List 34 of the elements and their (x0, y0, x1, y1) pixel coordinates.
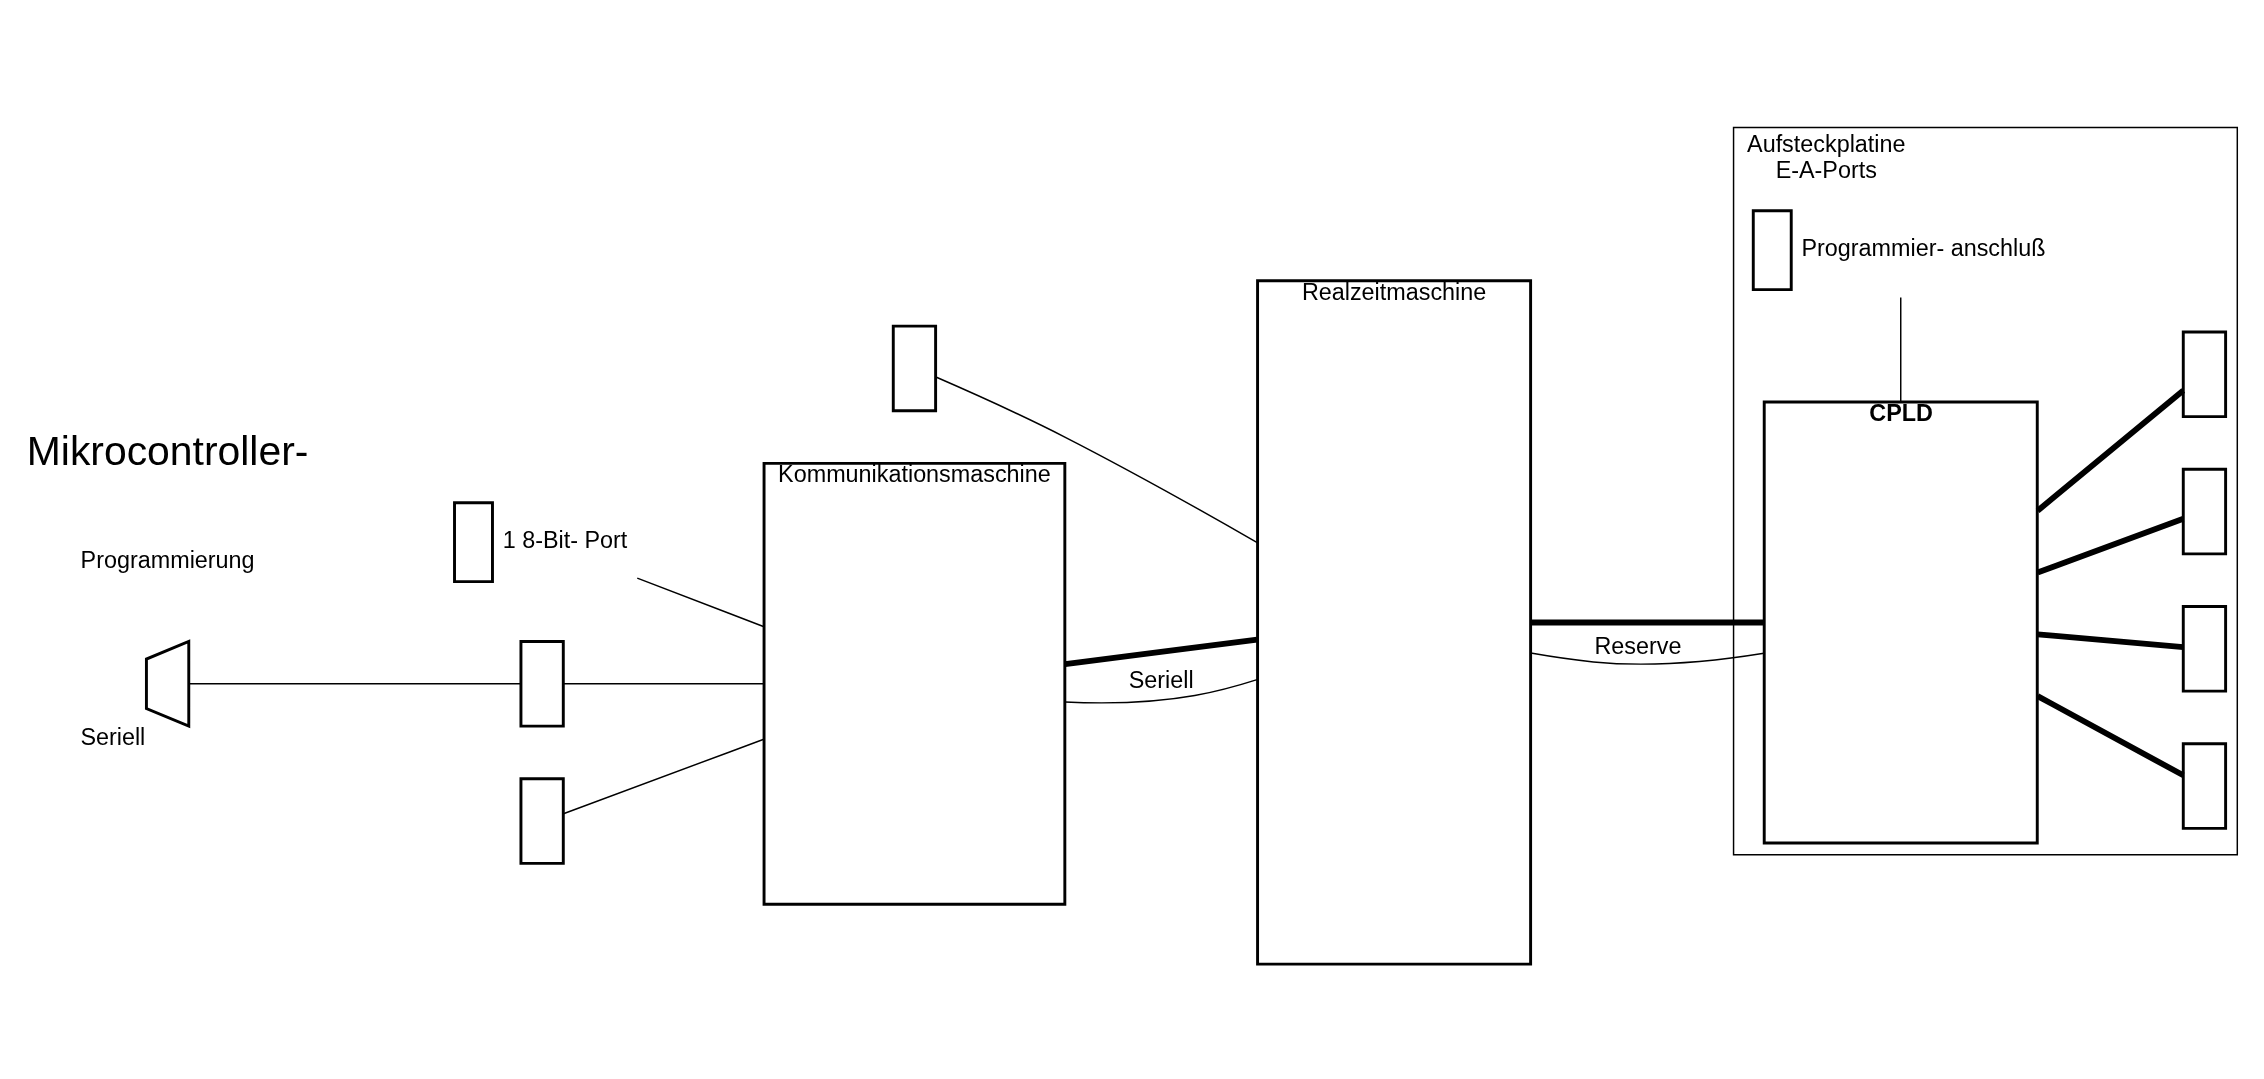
node-box: Kommunikationsmaschine (762, 461, 1067, 906)
node-box (2181, 467, 2228, 555)
connector (562, 682, 765, 685)
node-box (1751, 208, 1793, 291)
connector (2036, 515, 2185, 575)
connector (1064, 678, 1258, 704)
node-box (2181, 330, 2228, 418)
node-box: CPLD (1762, 400, 2039, 844)
label: Programmierung (80, 546, 255, 573)
node-box (519, 639, 565, 728)
label: Mikrocontroller- (26, 427, 309, 474)
connector (2036, 693, 2185, 778)
connector (935, 375, 1258, 543)
node-box (2181, 604, 2228, 693)
connector (562, 738, 765, 814)
edge-label: Reserve (1594, 632, 1682, 659)
node-box (2181, 741, 2228, 830)
node-label: Programmier- anschluß (1801, 234, 2046, 261)
connector (1531, 619, 1764, 625)
connector (2037, 630, 2184, 650)
connector (188, 682, 522, 685)
connector (1900, 296, 1902, 402)
node-trapezoid (144, 638, 191, 728)
node-box (891, 324, 938, 412)
connector (2035, 387, 2186, 513)
connector (636, 576, 765, 627)
connector (1064, 636, 1258, 667)
node-label: 1 8-Bit- Port (502, 526, 628, 553)
node-box: Realzeitmaschine (1256, 278, 1533, 966)
node-label: Seriell (80, 723, 146, 750)
edge-label: Seriell (1128, 666, 1194, 693)
node-box (519, 776, 565, 865)
node-box (453, 500, 494, 583)
connector (1530, 651, 1765, 665)
